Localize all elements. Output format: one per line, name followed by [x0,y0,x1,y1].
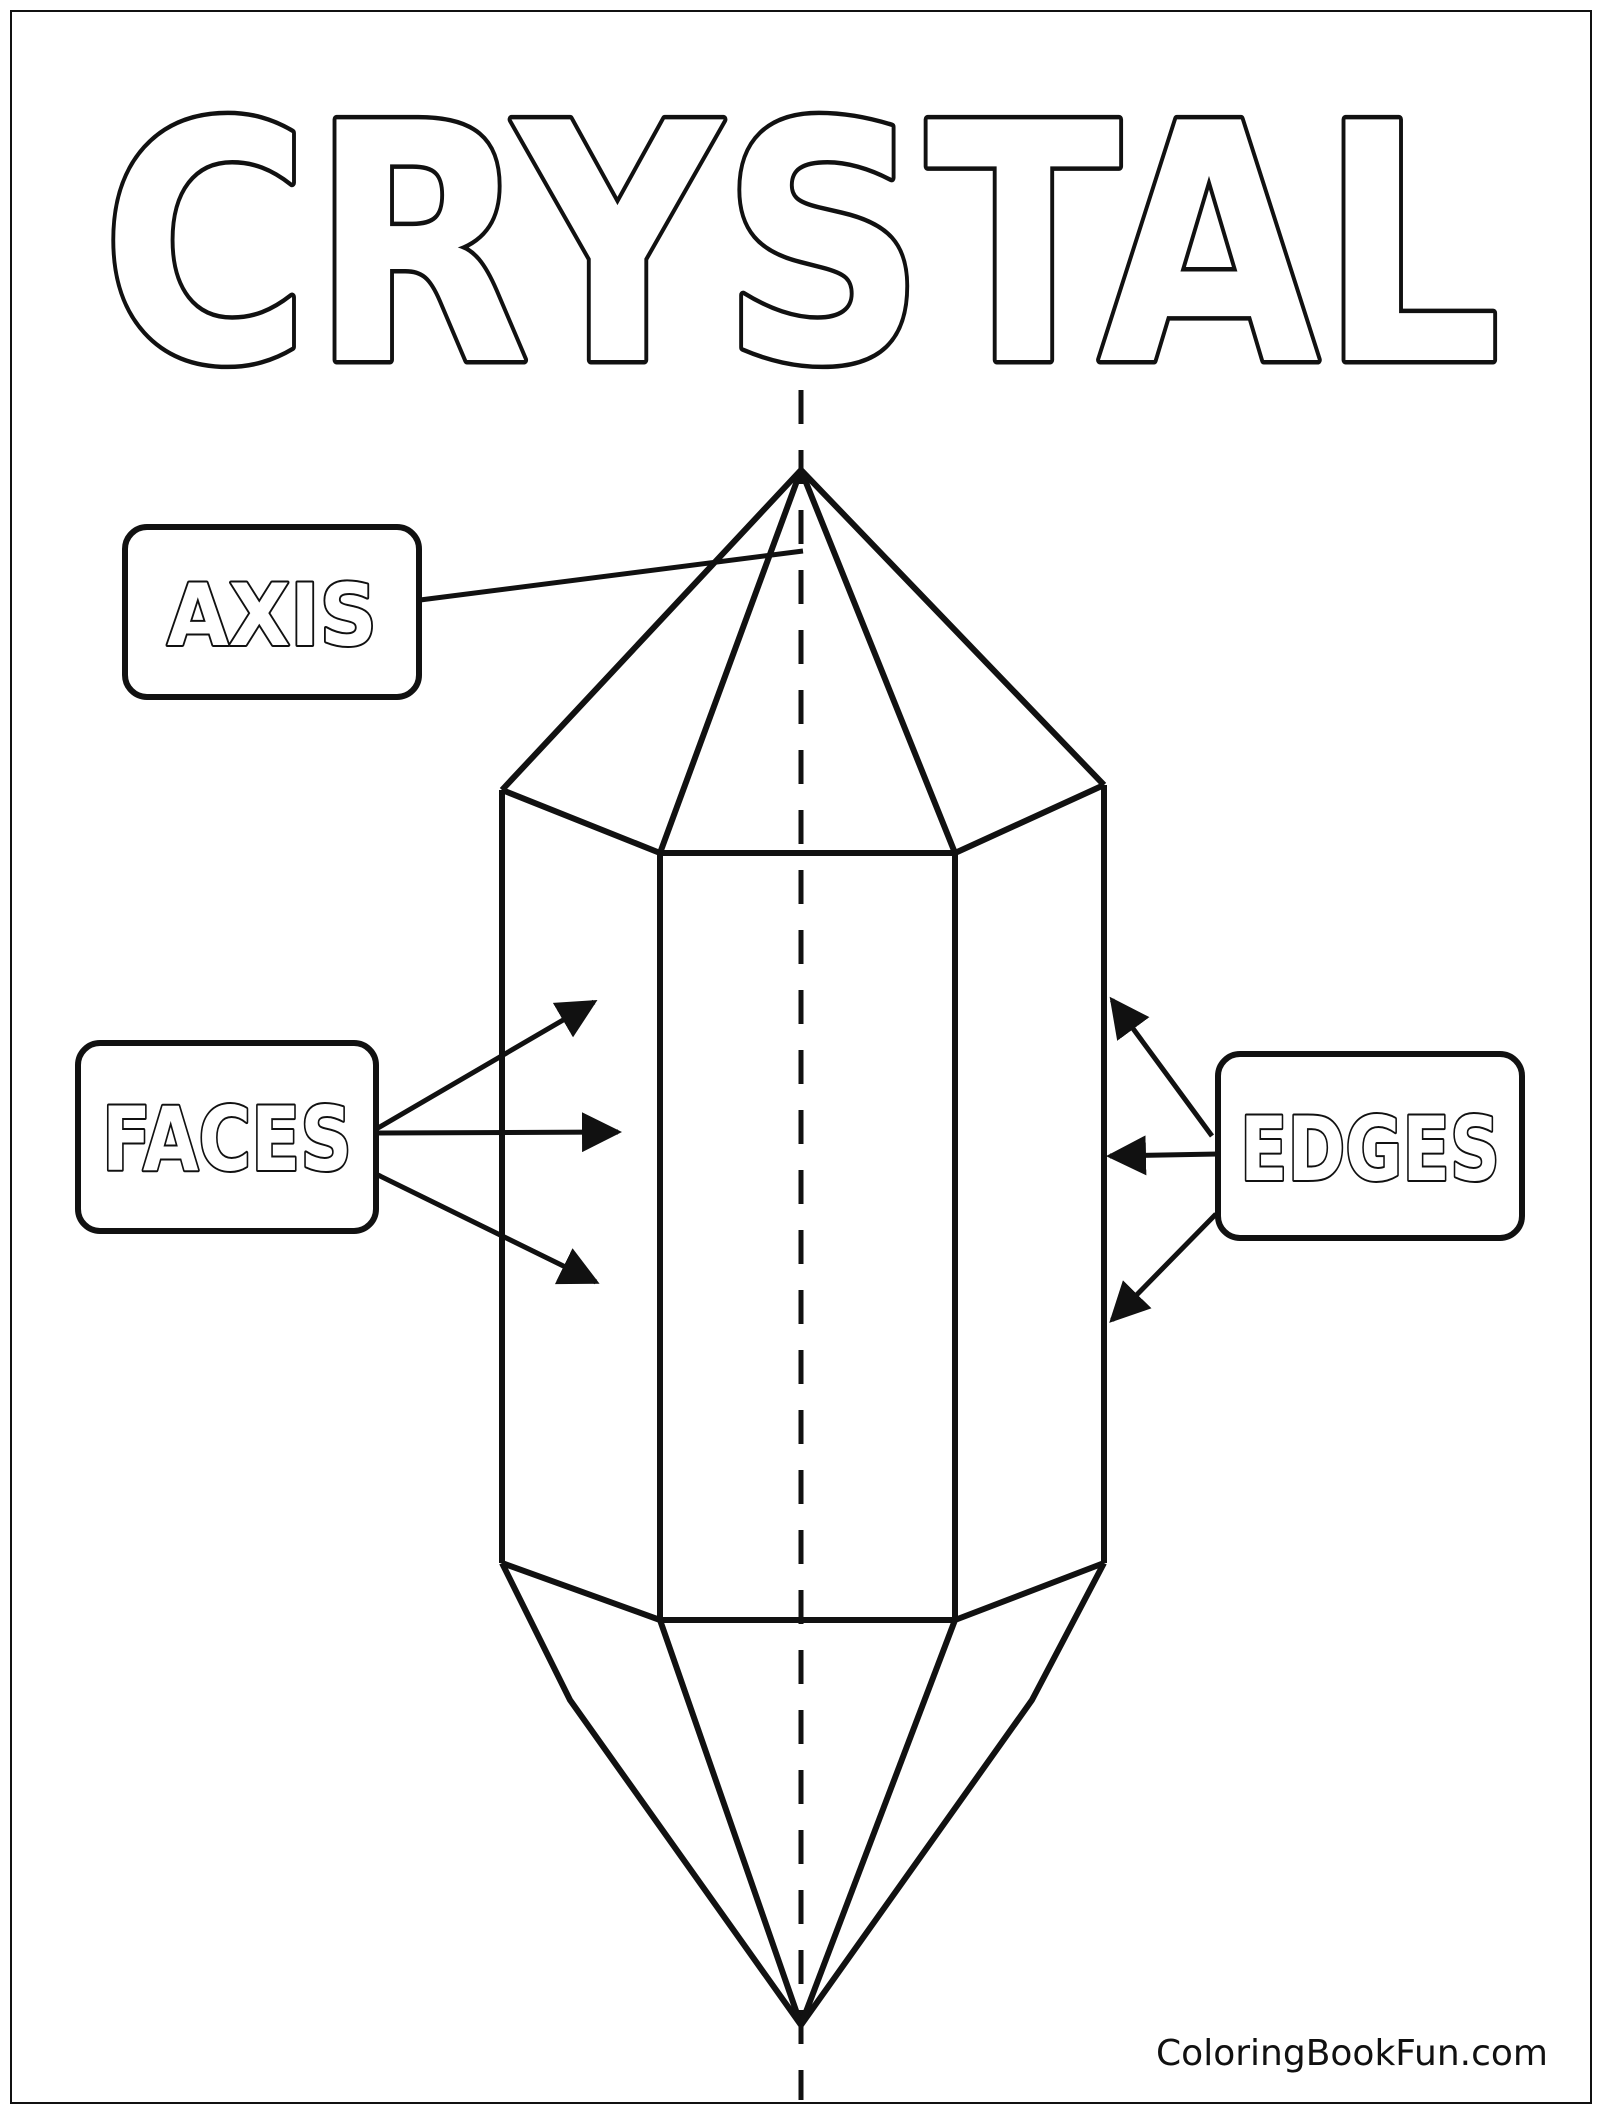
edges-label: EDGES [1240,1098,1500,1201]
faces-label-box [75,1040,379,1234]
site-credit: ColoringBookFun.com [1156,2033,1548,2074]
crystal-top-edge-right [798,468,958,855]
faces-label: FACES [102,1088,352,1191]
crystal-bottom-rim [500,1560,1106,1623]
page-title: CRYSTAL [101,54,1501,438]
edges-arrow-middle [1106,1135,1219,1176]
crystal-top-rim [500,782,1106,856]
faces-arrow-lower [376,1172,600,1285]
crystal-shape [499,467,1107,2028]
edges-arrow-lower [1109,1212,1218,1323]
crystal-bottom-edge-left [657,1619,804,2026]
edges-arrows [1106,996,1219,1323]
page-border [10,10,1592,2104]
faces-arrow-middle [377,1112,622,1153]
crystal-top-edge-left [657,468,804,855]
edges-label-box [1215,1051,1525,1241]
axis-label: AXIS [167,566,377,666]
faces-arrow-upper [376,999,598,1131]
edges-arrow-upper [1109,996,1215,1138]
faces-arrows [376,999,622,1285]
crystal-bottom-edge-right [798,1618,958,2027]
axis-pointer-line [419,548,804,603]
axis-label-box [122,524,422,700]
